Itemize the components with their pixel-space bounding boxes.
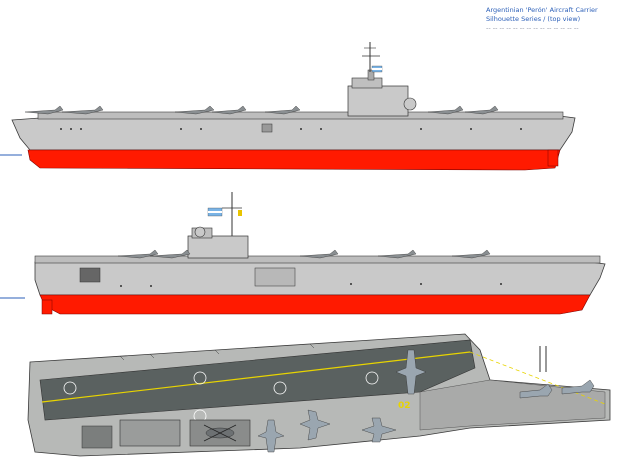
- deck-landing-spots: [63, 371, 379, 423]
- jet-aircraft-icon: [174, 105, 215, 115]
- port-hull: [34, 261, 606, 296]
- port-island: [187, 192, 249, 259]
- jet-aircraft-icon: [149, 249, 191, 259]
- caption-subtitle: Silhouette Series / (top view): [486, 15, 581, 23]
- drawing-caption: Argentinian 'Perón' Aircraft Carrier Sil…: [486, 6, 636, 33]
- jet-aircraft-icon: [299, 409, 331, 441]
- jet-aircraft-icon: [24, 105, 64, 115]
- jet-aircraft-icon: [377, 249, 417, 259]
- jet-aircraft-icon: [464, 105, 499, 115]
- port-deck-aircraft: [117, 249, 491, 259]
- jet-aircraft-icon: [395, 349, 427, 395]
- deck-plan-view: 02: [27, 333, 611, 457]
- caption-title: Argentinian 'Perón' Aircraft Carrier: [486, 6, 598, 14]
- starboard-profile: [0, 42, 576, 171]
- deck-hull-number: 02: [398, 401, 411, 411]
- plan-island: [119, 419, 181, 447]
- jet-aircraft-icon: [427, 105, 464, 115]
- forward-flight-deck: [419, 379, 606, 431]
- helicopter-icon: [203, 424, 237, 442]
- starboard-hull: [11, 115, 576, 151]
- jet-aircraft-icon: [519, 383, 553, 399]
- starboard-portholes: [60, 128, 522, 130]
- port-profile: [0, 192, 606, 315]
- caption-credit: -- -- -- -- -- -- -- -- -- -- -- -- -- -…: [486, 24, 579, 32]
- jet-aircraft-icon: [451, 249, 491, 259]
- jet-aircraft-icon: [61, 105, 104, 115]
- plan-parked-aircraft: [257, 349, 595, 453]
- starboard-flight-deck: [37, 111, 564, 120]
- jet-aircraft-icon: [361, 417, 397, 443]
- jet-aircraft-icon: [211, 105, 247, 115]
- jet-aircraft-icon: [117, 249, 159, 259]
- starboard-elevator: [261, 123, 273, 133]
- port-hangar-opening: [79, 267, 101, 283]
- jet-aircraft-icon: [257, 419, 285, 453]
- starboard-island: [347, 42, 417, 117]
- angled-flight-deck: [39, 339, 476, 421]
- port-waterline: [39, 294, 591, 315]
- jet-aircraft-icon: [561, 379, 595, 395]
- jet-aircraft-icon: [299, 249, 339, 259]
- starboard-waterline: [27, 149, 561, 171]
- starboard-deck-aircraft: [24, 105, 499, 115]
- landing-centerline: [41, 351, 471, 403]
- jet-aircraft-icon: [264, 105, 301, 115]
